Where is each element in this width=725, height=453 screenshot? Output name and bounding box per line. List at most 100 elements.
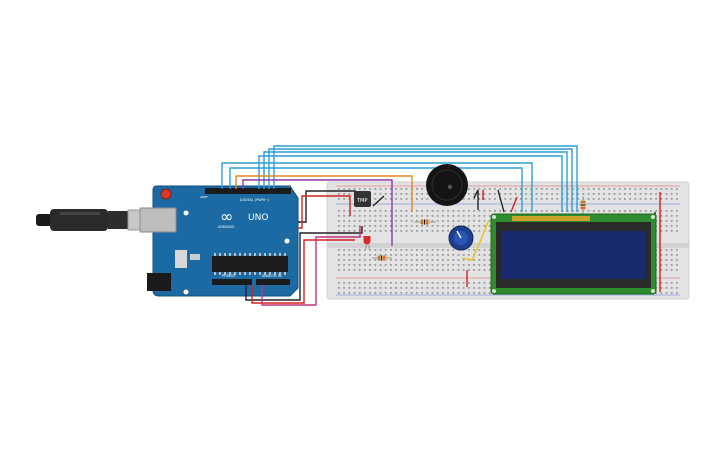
breadboard-hole[interactable] xyxy=(431,220,434,222)
breadboard-hole[interactable] xyxy=(613,193,616,195)
breadboard-hole[interactable] xyxy=(608,193,611,195)
breadboard-hole[interactable] xyxy=(462,210,465,212)
breadboard-hole[interactable] xyxy=(488,215,491,217)
breadboard-hole[interactable] xyxy=(390,198,392,200)
breadboard-hole[interactable] xyxy=(676,210,678,212)
breadboard-hole[interactable] xyxy=(660,225,663,227)
breadboard-hole[interactable] xyxy=(369,287,371,289)
breadboard-hole[interactable] xyxy=(358,292,361,294)
breadboard-hole[interactable] xyxy=(390,269,392,271)
wire-orange[interactable] xyxy=(235,175,413,212)
breadboard-hole[interactable] xyxy=(379,282,382,284)
breadboard-hole[interactable] xyxy=(400,292,403,294)
breadboard-hole[interactable] xyxy=(670,287,673,289)
breadboard-hole[interactable] xyxy=(670,230,673,232)
breadboard-hole[interactable] xyxy=(473,249,475,251)
breadboard-hole[interactable] xyxy=(400,249,403,251)
wire-blue[interactable] xyxy=(221,162,533,212)
breadboard-hole[interactable] xyxy=(650,210,652,212)
breadboard-hole[interactable] xyxy=(436,254,439,256)
wire-blue[interactable] xyxy=(268,148,573,212)
breadboard-hole[interactable] xyxy=(577,188,579,190)
breadboard-hole[interactable] xyxy=(618,188,621,190)
breadboard-hole[interactable] xyxy=(499,210,501,212)
breadboard-hole[interactable] xyxy=(364,287,366,289)
breadboard-hole[interactable] xyxy=(447,215,449,217)
breadboard-hole[interactable] xyxy=(421,292,423,294)
breadboard-hole[interactable] xyxy=(618,198,621,200)
breadboard-hole[interactable] xyxy=(421,264,423,266)
breadboard-hole[interactable] xyxy=(390,287,392,289)
breadboard-hole[interactable] xyxy=(676,287,678,289)
breadboard-hole[interactable] xyxy=(457,259,460,261)
breadboard-hole[interactable] xyxy=(613,188,616,190)
breadboard-hole[interactable] xyxy=(504,193,507,195)
breadboard-hole[interactable] xyxy=(374,259,377,261)
breadboard-hole[interactable] xyxy=(410,282,413,284)
breadboard-hole[interactable] xyxy=(665,249,668,251)
breadboard-hole[interactable] xyxy=(442,282,444,284)
breadboard-hole[interactable] xyxy=(613,198,616,200)
breadboard-hole[interactable] xyxy=(540,188,543,190)
breadboard-hole[interactable] xyxy=(405,225,408,227)
breadboard-hole[interactable] xyxy=(405,282,408,284)
breadboard-hole[interactable] xyxy=(343,264,345,266)
breadboard-hole[interactable] xyxy=(676,215,678,217)
breadboard-hole[interactable] xyxy=(343,220,345,222)
breadboard-hole[interactable] xyxy=(390,249,392,251)
breadboard-hole[interactable] xyxy=(660,254,663,256)
breadboard-hole[interactable] xyxy=(390,225,392,227)
breadboard-hole[interactable] xyxy=(400,225,403,227)
breadboard-hole[interactable] xyxy=(676,264,678,266)
breadboard-hole[interactable] xyxy=(436,220,439,222)
breadboard-hole[interactable] xyxy=(436,225,439,227)
breadboard-hole[interactable] xyxy=(660,292,663,294)
breadboard-hole[interactable] xyxy=(436,269,439,271)
breadboard-hole[interactable] xyxy=(665,264,668,266)
breadboard-hole[interactable] xyxy=(603,188,605,190)
breadboard-hole[interactable] xyxy=(395,230,397,232)
breadboard-hole[interactable] xyxy=(400,259,403,261)
breadboard-hole[interactable] xyxy=(421,254,423,256)
breadboard-hole[interactable] xyxy=(421,225,423,227)
breadboard-hole[interactable] xyxy=(670,292,673,294)
breadboard-hole[interactable] xyxy=(676,249,678,251)
breadboard-hole[interactable] xyxy=(374,249,377,251)
breadboard-hole[interactable] xyxy=(390,230,392,232)
breadboard-hole[interactable] xyxy=(421,198,423,200)
breadboard-hole[interactable] xyxy=(546,193,548,195)
breadboard-hole[interactable] xyxy=(452,282,455,284)
breadboard-hole[interactable] xyxy=(665,188,668,190)
breadboard-hole[interactable] xyxy=(462,198,465,200)
breadboard-hole[interactable] xyxy=(572,198,574,200)
breadboard-hole[interactable] xyxy=(426,193,429,195)
breadboard-hole[interactable] xyxy=(665,198,668,200)
wire-black[interactable] xyxy=(372,195,385,207)
breadboard-hole[interactable] xyxy=(379,269,382,271)
wire-purple[interactable] xyxy=(242,179,393,246)
breadboard-hole[interactable] xyxy=(348,249,351,251)
breadboard-hole[interactable] xyxy=(364,259,366,261)
breadboard-hole[interactable] xyxy=(452,287,455,289)
wire-blue[interactable] xyxy=(258,155,563,212)
breadboard-hole[interactable] xyxy=(462,269,465,271)
breadboard-hole[interactable] xyxy=(436,287,439,289)
breadboard-hole[interactable] xyxy=(483,225,486,227)
breadboard-hole[interactable] xyxy=(431,264,434,266)
breadboard-hole[interactable] xyxy=(525,193,527,195)
breadboard-hole[interactable] xyxy=(483,188,486,190)
breadboard-hole[interactable] xyxy=(483,264,486,266)
breadboard-hole[interactable] xyxy=(431,210,434,212)
breadboard-hole[interactable] xyxy=(473,188,475,190)
breadboard-hole[interactable] xyxy=(509,188,512,190)
breadboard-hole[interactable] xyxy=(384,282,387,284)
breadboard-hole[interactable] xyxy=(364,269,366,271)
breadboard-hole[interactable] xyxy=(660,188,663,190)
breadboard-hole[interactable] xyxy=(660,287,663,289)
breadboard-hole[interactable] xyxy=(670,188,673,190)
breadboard-hole[interactable] xyxy=(343,230,345,232)
breadboard-hole[interactable] xyxy=(343,254,345,256)
breadboard-hole[interactable] xyxy=(426,215,429,217)
breadboard-hole[interactable] xyxy=(426,264,429,266)
breadboard-hole[interactable] xyxy=(478,230,481,232)
